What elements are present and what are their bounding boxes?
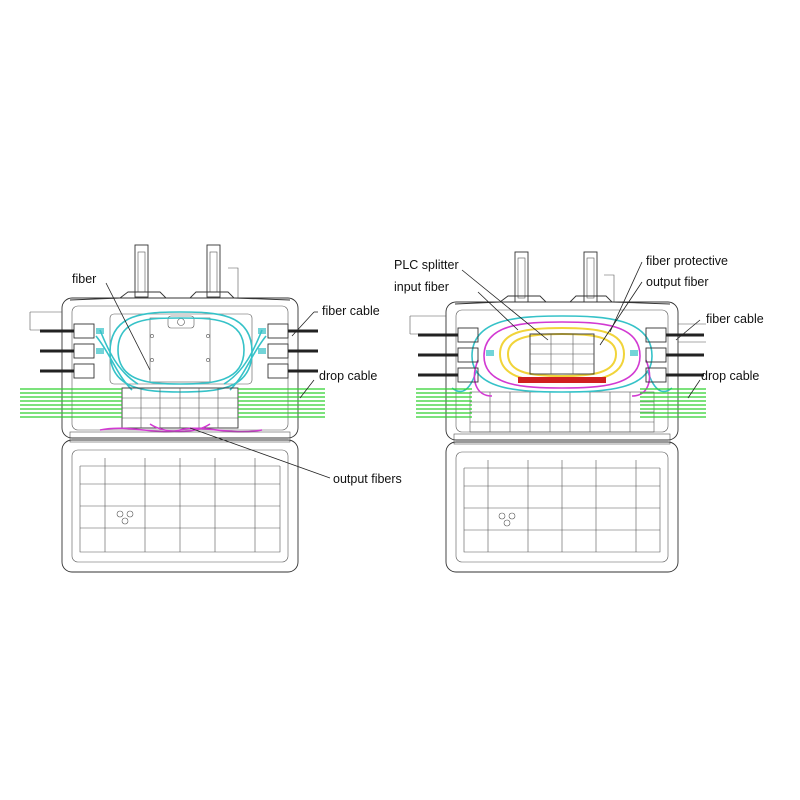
plc-splitter-block xyxy=(518,333,606,383)
right-mounting-posts xyxy=(514,251,615,303)
label-output-fiber: output fiber xyxy=(646,275,709,289)
label-left-fiber-cable: fiber cable xyxy=(322,304,380,318)
left-cyan-fiber-loops xyxy=(95,311,267,393)
left-green-drop-cables xyxy=(20,388,325,418)
left-base-shell xyxy=(61,297,299,439)
left-leader-lines xyxy=(105,282,331,479)
label-output-fibers: output fibers xyxy=(333,472,402,486)
label-input-fiber: input fiber xyxy=(394,280,449,294)
left-adapter-module xyxy=(121,387,239,429)
left-fiber-cables xyxy=(40,329,318,373)
label-left-drop-cable: drop cable xyxy=(319,369,377,383)
label-fiber-protective: fiber protective xyxy=(646,254,728,268)
left-box-lid xyxy=(61,439,299,573)
label-plc-splitter: PLC splitter xyxy=(394,258,459,272)
right-box-glands xyxy=(457,327,667,383)
label-right-drop-cable: drop cable xyxy=(701,369,759,383)
right-leader-lines xyxy=(461,261,701,399)
label-fiber: fiber xyxy=(72,272,96,286)
label-right-fiber-cable: fiber cable xyxy=(706,312,764,326)
left-magenta-output-fibers xyxy=(99,423,263,433)
left-mounting-posts xyxy=(134,244,239,298)
right-base-shell xyxy=(445,301,679,441)
right-tray-grid xyxy=(469,391,655,433)
left-distribution-box: fiber fiber cable drop cable output fibe… xyxy=(20,244,402,573)
right-fiber-cables xyxy=(418,333,704,377)
right-box-lid xyxy=(445,441,679,573)
right-distribution-box: PLC splitter input fiber fiber protectiv… xyxy=(394,251,764,573)
right-green-drop-cables xyxy=(416,388,706,418)
